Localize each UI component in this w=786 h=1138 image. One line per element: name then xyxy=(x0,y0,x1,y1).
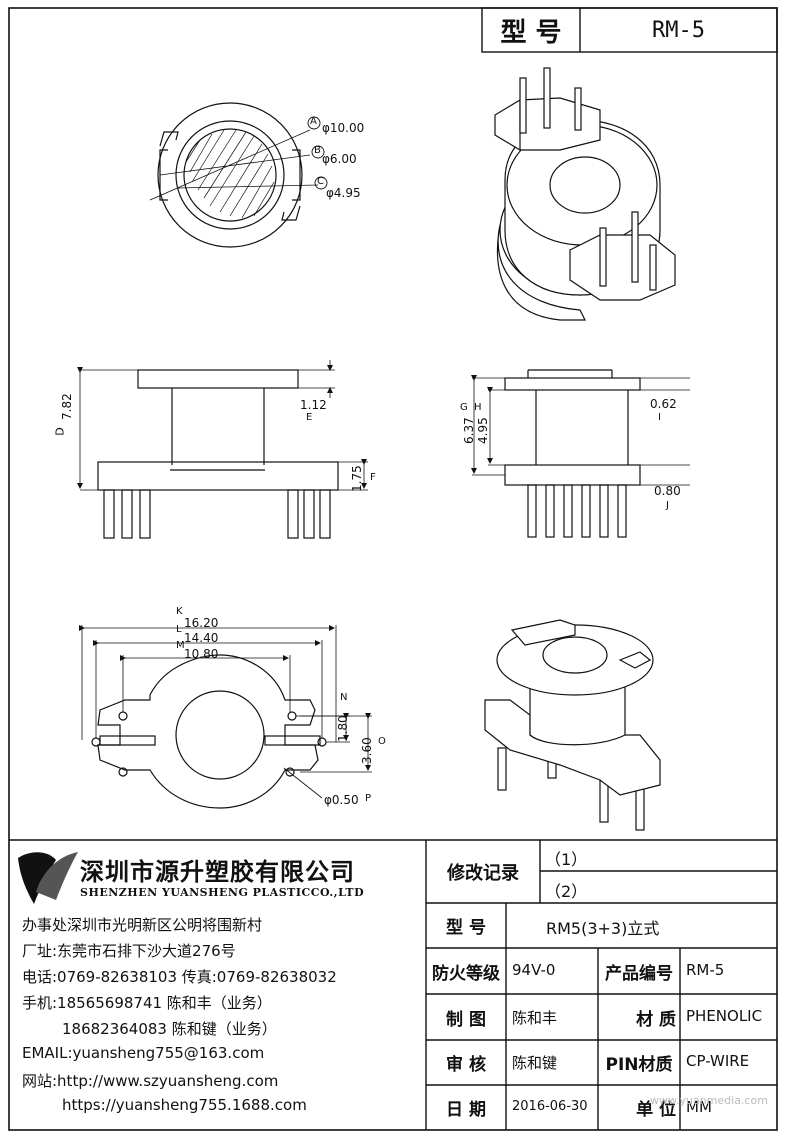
dim-P-letter: P xyxy=(365,793,372,804)
dim-I-value: 0.62 xyxy=(650,397,677,411)
mobile-2: 18682364083 陈和键（业务） xyxy=(62,1020,277,1038)
spec-drawn-label: 制 图 xyxy=(446,1009,486,1030)
outer-frame xyxy=(8,7,778,1131)
dim-M-letter: M xyxy=(176,640,185,651)
spec-pin-label: PIN材质 xyxy=(605,1055,673,1075)
dim-J-value: 0.80 xyxy=(654,484,681,498)
dim-G-value: 6.37 xyxy=(462,417,476,444)
spec-check-label: 审 核 xyxy=(446,1055,486,1075)
dim-A-value: φ10.00 xyxy=(322,121,365,135)
spec-material-label: 材 质 xyxy=(636,1009,676,1030)
dim-K-letter: K xyxy=(176,606,183,617)
spec-fire-label: 防火等级 xyxy=(432,963,500,984)
side-view-right xyxy=(471,369,690,538)
spec-model-label: 型 号 xyxy=(446,918,486,938)
watermark: www.yuanmedia.com xyxy=(650,1094,768,1107)
dim-F-letter: F xyxy=(370,472,376,483)
dim-O-value: 3.60 xyxy=(360,737,374,764)
company-name-en: SHENZHEN YUANSHENG PLASTICCO.,LTD xyxy=(80,886,365,899)
label-circles-top xyxy=(307,116,328,190)
spec-date-label: 日 期 xyxy=(446,1100,486,1120)
dim-J-letter: J xyxy=(666,500,669,511)
bottom-table-lines xyxy=(9,839,777,1130)
dim-A-letter: A xyxy=(310,116,317,127)
office-address: 办事处深圳市光明新区公明将围新村 xyxy=(22,916,263,934)
dim-F-value: 1.75 xyxy=(350,465,364,492)
isometric-view-bottom xyxy=(484,619,661,831)
model-label-top: 型 号 xyxy=(500,17,562,48)
top-view xyxy=(149,102,319,248)
revision-2: （2） xyxy=(545,882,588,901)
front-view-left xyxy=(77,360,368,539)
dim-B-letter: B xyxy=(314,145,321,156)
dim-C-value: φ4.95 xyxy=(326,186,361,200)
dim-G-letter: G xyxy=(460,402,468,413)
dim-E-value: 1.12 xyxy=(300,398,327,412)
dim-P-value: φ0.50 xyxy=(324,793,359,807)
dim-N-value: 1.80 xyxy=(336,715,350,742)
dim-K-value: 16.20 xyxy=(184,616,219,630)
dim-L-value: 14.40 xyxy=(184,631,219,645)
spec-unit-label: 单 位 xyxy=(636,1100,676,1120)
revision-1: （1） xyxy=(545,850,588,869)
dim-D-value: 7.82 xyxy=(60,393,74,420)
phone-fax: 电话:0769-82638103 传真:0769-82638032 xyxy=(22,968,337,986)
revision-label: 修改记录 xyxy=(447,862,519,884)
company-logo-icon xyxy=(18,852,78,904)
spec-fire-value: 94V-0 xyxy=(512,961,556,979)
website-2[interactable]: https://yuansheng755.1688.com xyxy=(62,1096,307,1114)
dim-L-letter: L xyxy=(176,624,182,635)
mobile-1: 手机:18565698741 陈和丰（业务） xyxy=(22,994,272,1012)
factory-address: 厂址:东莞市石排下沙大道276号 xyxy=(22,942,236,960)
dim-O-letter: O xyxy=(378,736,386,747)
spec-date-value: 2016-06-30 xyxy=(512,1099,588,1114)
dim-E-letter: E xyxy=(306,412,313,423)
dim-N-letter: N xyxy=(340,692,348,703)
bottom-view xyxy=(79,625,372,809)
dim-M-value: 10.80 xyxy=(184,647,219,661)
email: EMAIL:yuansheng755@163.com xyxy=(22,1044,265,1062)
isometric-view-top xyxy=(494,67,676,321)
spec-material-value: PHENOLIC xyxy=(686,1007,763,1025)
website-1[interactable]: 网站:http://www.szyuansheng.com xyxy=(22,1072,279,1090)
dim-D-letter: D xyxy=(53,427,67,436)
spec-drawn-value: 陈和丰 xyxy=(512,1009,558,1027)
spec-model-value: RM5(3+3)立式 xyxy=(546,919,660,938)
spec-prodno-label: 产品编号 xyxy=(605,963,673,984)
spec-prodno-value: RM-5 xyxy=(686,961,725,979)
dim-C-letter: C xyxy=(317,176,324,187)
spec-check-value: 陈和键 xyxy=(512,1054,558,1072)
company-name-cn: 深圳市源升塑胶有限公司 xyxy=(80,858,355,886)
model-value-top: RM-5 xyxy=(652,17,705,43)
spec-pin-value: CP-WIRE xyxy=(686,1052,750,1070)
model-title-box xyxy=(481,7,778,53)
dim-H-letter: H xyxy=(474,402,482,413)
spec-unit-value: MM xyxy=(686,1098,712,1116)
dim-B-value: φ6.00 xyxy=(322,152,357,166)
dim-H-value: 4.95 xyxy=(476,417,490,444)
dim-I-letter: I xyxy=(658,412,661,423)
